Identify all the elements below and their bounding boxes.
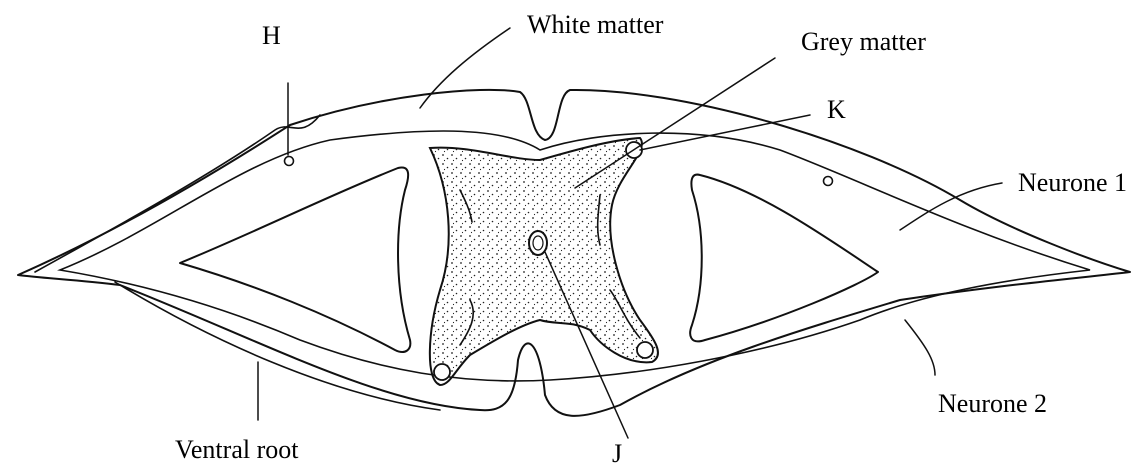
central-canal <box>529 231 547 255</box>
label-neurone-2: Neurone 2 <box>938 389 1047 418</box>
leader-grey-matter <box>575 58 775 188</box>
cell-body-ventral-left <box>434 364 450 380</box>
label-ventral-root: Ventral root <box>175 435 299 464</box>
right-white-column <box>690 175 878 342</box>
label-h: H <box>262 21 281 50</box>
cell-body-ventral-right <box>637 342 653 358</box>
label-neurone-1: Neurone 1 <box>1018 168 1127 197</box>
label-j: J <box>612 439 622 468</box>
cell-body-h <box>285 157 294 166</box>
label-k: K <box>827 95 846 124</box>
grey-matter <box>430 138 658 385</box>
cell-body-right-dorsal <box>824 177 833 186</box>
leader-neurone-2 <box>905 320 935 375</box>
label-grey-matter: Grey matter <box>801 27 926 56</box>
leader-white-matter <box>420 28 510 108</box>
ventral-membrane <box>115 282 440 410</box>
label-white-matter: White matter <box>527 10 664 39</box>
